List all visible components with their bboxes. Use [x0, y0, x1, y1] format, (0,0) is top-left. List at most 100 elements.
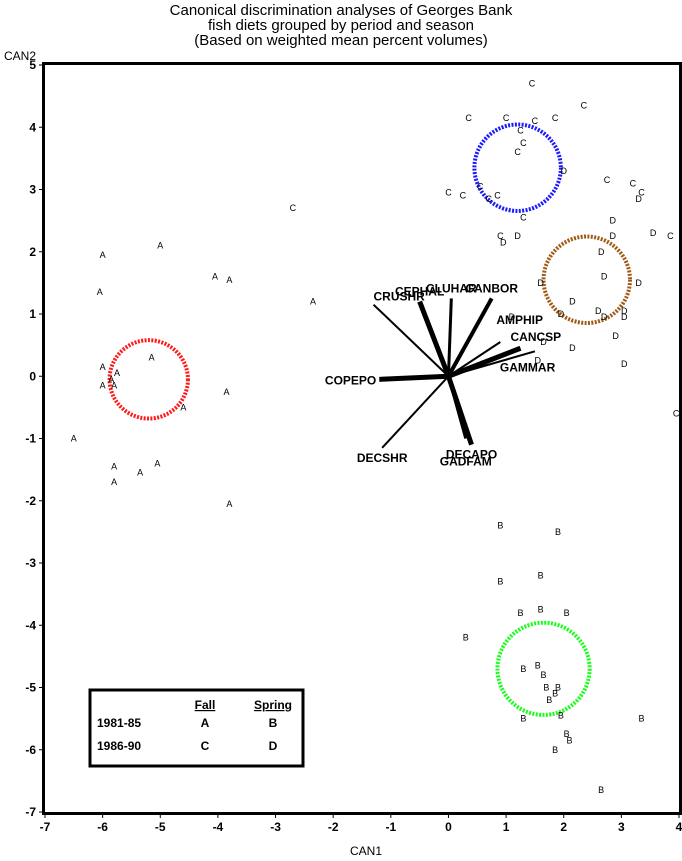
vector-label-gadfam: GADFAM	[440, 455, 492, 469]
point-d: D	[609, 216, 616, 226]
point-c: C	[532, 116, 539, 126]
point-b: B	[564, 729, 570, 739]
x-tick-label: 1	[503, 820, 510, 834]
point-b: B	[497, 521, 503, 531]
point-a: A	[97, 287, 103, 297]
x-tick-label: -4	[213, 820, 224, 834]
point-c: C	[673, 409, 680, 419]
x-tick-label: -6	[97, 820, 108, 834]
y-tick-label: 0	[29, 369, 36, 383]
x-axis-label: CAN1	[350, 844, 382, 858]
point-c: C	[638, 188, 645, 198]
group-circle-B	[495, 620, 592, 717]
y-tick-label: -5	[25, 681, 36, 695]
point-c: C	[503, 113, 510, 123]
point-a: A	[149, 353, 155, 363]
group-circle-A	[107, 338, 190, 421]
legend-header-fall: Fall	[195, 698, 216, 712]
group-circle-D	[541, 234, 633, 325]
point-a: A	[111, 477, 117, 487]
vector-crushr	[372, 303, 450, 377]
point-d: D	[509, 312, 516, 322]
y-tick-label: 2	[29, 245, 36, 259]
legend-spring-2: D	[269, 739, 278, 753]
point-d: D	[609, 231, 616, 241]
point-d: D	[560, 166, 567, 176]
vector-label-crushr: CRUSHR	[374, 290, 426, 304]
point-c: C	[517, 125, 524, 135]
point-d: D	[537, 278, 544, 288]
y-tick-label: 5	[29, 58, 36, 72]
point-b: B	[541, 670, 547, 680]
chart-subtitle-1: fish diets grouped by period and season	[207, 17, 474, 34]
point-d: D	[650, 228, 657, 238]
vector-label-copepo: COPEPO	[325, 373, 376, 387]
point-a: A	[224, 387, 230, 397]
point-d: D	[540, 337, 547, 347]
x-tick-label: -7	[40, 820, 51, 834]
point-c: C	[552, 113, 559, 123]
point-b: B	[555, 683, 561, 693]
point-c: C	[494, 191, 501, 201]
point-b: B	[543, 683, 549, 693]
legend-period-1: 1981-85	[97, 716, 141, 730]
vector-cluhar	[446, 298, 453, 377]
vector-copepo	[379, 373, 449, 382]
group-circle-C	[472, 122, 563, 213]
point-d: D	[635, 194, 642, 204]
point-a: A	[111, 381, 117, 391]
point-a: A	[310, 297, 316, 307]
vector-gadfam	[447, 375, 468, 439]
vector-label-decshr: DECSHR	[357, 451, 408, 465]
point-c: C	[460, 191, 467, 201]
point-d: D	[635, 278, 642, 288]
point-d: D	[621, 359, 628, 369]
point-c: C	[477, 181, 484, 191]
group-circles	[107, 122, 633, 717]
point-b: B	[535, 661, 541, 671]
point-b: B	[558, 711, 564, 721]
point-d: D	[569, 297, 576, 307]
point-a: A	[154, 458, 160, 468]
point-d: D	[500, 237, 507, 247]
legend-box: Fall Spring 1981-85 A B 1986-90 C D	[88, 688, 305, 768]
x-tick-label: -1	[385, 820, 396, 834]
point-b: B	[538, 605, 544, 615]
point-a: A	[71, 434, 77, 444]
legend-fall-2: C	[201, 739, 210, 753]
chart-subtitle-2: (Based on weighted mean percent volumes)	[194, 32, 488, 49]
point-b: B	[555, 527, 561, 537]
point-d: D	[612, 331, 619, 341]
point-c: C	[497, 231, 504, 241]
y-tick-label: 3	[29, 183, 36, 197]
vector-label-cancsp: CANCSP	[511, 330, 562, 344]
point-a: A	[100, 362, 106, 372]
structure-vectors: CRUSHRCEPHALCLUHARCANBORAMPHIPCANCSPGAMM…	[325, 281, 561, 468]
x-tick-label: -3	[270, 820, 281, 834]
point-d: D	[621, 306, 628, 316]
point-d: D	[535, 356, 542, 366]
legend-spring-1: B	[269, 716, 278, 730]
y-tick-label: -1	[25, 432, 36, 446]
point-c: C	[667, 231, 674, 241]
vector-decshr	[381, 375, 450, 449]
point-c: C	[604, 175, 611, 185]
y-tick-label: 1	[29, 307, 36, 321]
y-tick-label: -6	[25, 743, 36, 757]
point-b: B	[552, 689, 558, 699]
vector-label-gammar: GAMMAR	[500, 360, 556, 374]
legend-header-spring: Spring	[254, 698, 292, 712]
point-a: A	[114, 368, 120, 378]
point-b: B	[552, 745, 558, 755]
point-b: B	[463, 633, 469, 643]
legend-period-2: 1986-90	[97, 739, 141, 753]
point-c: C	[520, 138, 527, 148]
legend-frame	[88, 688, 305, 768]
point-a: A	[212, 272, 218, 282]
point-d: D	[514, 231, 521, 241]
point-d: D	[598, 247, 605, 257]
vector-label-amphip: AMPHIP	[496, 313, 543, 327]
